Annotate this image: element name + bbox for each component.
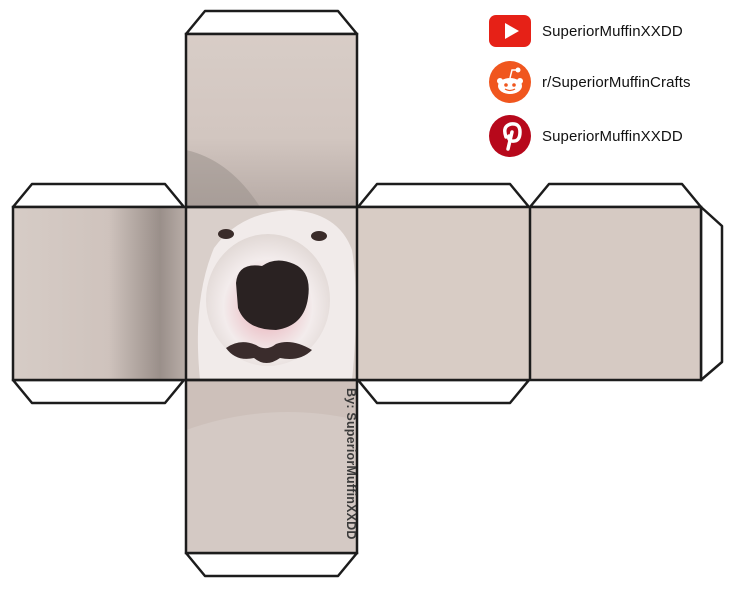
reddit-icon — [488, 60, 532, 104]
dog-nose — [236, 260, 309, 330]
author-credit: By: SuperiorMuffinXXDD — [338, 388, 362, 548]
glue-tab-far-side — [699, 205, 724, 382]
pinterest-handle: SuperiorMuffinXXDD — [488, 114, 683, 158]
glue-tab-right-bottom — [356, 378, 531, 405]
face-right — [357, 207, 530, 380]
pinterest-label: SuperiorMuffinXXDD — [542, 127, 683, 145]
youtube-handle: SuperiorMuffinXXDD — [488, 9, 683, 53]
glue-tab-bottom — [184, 551, 359, 578]
face-bottom-shade — [186, 380, 357, 430]
reddit-handle: r/SuperiorMuffinCrafts — [488, 60, 691, 104]
glue-tab-top — [184, 9, 359, 36]
face-back — [530, 207, 701, 380]
youtube-icon — [488, 9, 532, 53]
fold-lines — [11, 32, 703, 555]
dog-mouth — [226, 342, 312, 363]
glue-tab-left-top — [11, 182, 186, 209]
face-top-shadow — [186, 150, 260, 207]
reddit-label: r/SuperiorMuffinCrafts — [542, 73, 691, 91]
dog-eye-left — [218, 229, 234, 239]
dog-eye-right — [311, 231, 327, 241]
pinterest-icon — [488, 114, 532, 158]
face-left — [13, 207, 186, 380]
author-credit-text: By: SuperiorMuffinXXDD — [344, 388, 358, 540]
glue-tab-far-top — [528, 182, 703, 209]
glue-tab-left-bottom — [11, 378, 186, 405]
youtube-label: SuperiorMuffinXXDD — [542, 22, 683, 40]
dog-face-picture — [197, 210, 356, 380]
glue-tab-right-top — [356, 182, 531, 209]
